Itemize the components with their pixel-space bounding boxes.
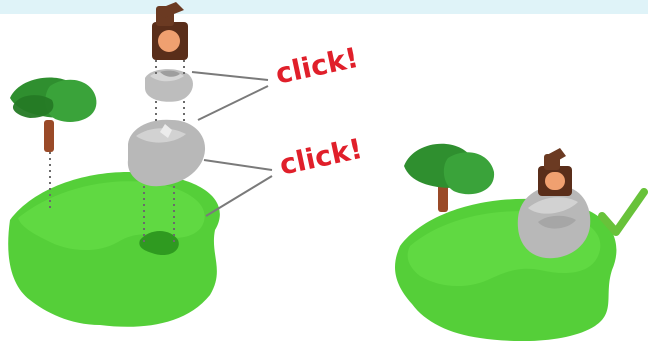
left-tree [10,78,96,152]
right-tree [404,144,494,212]
brown-cannon-block [152,2,188,60]
check-icon [596,182,648,242]
lower-rock-piece [128,120,205,186]
right-brown-cannon-block [538,148,572,196]
left-grass-base [8,172,220,327]
upper-rock-piece [145,69,193,102]
